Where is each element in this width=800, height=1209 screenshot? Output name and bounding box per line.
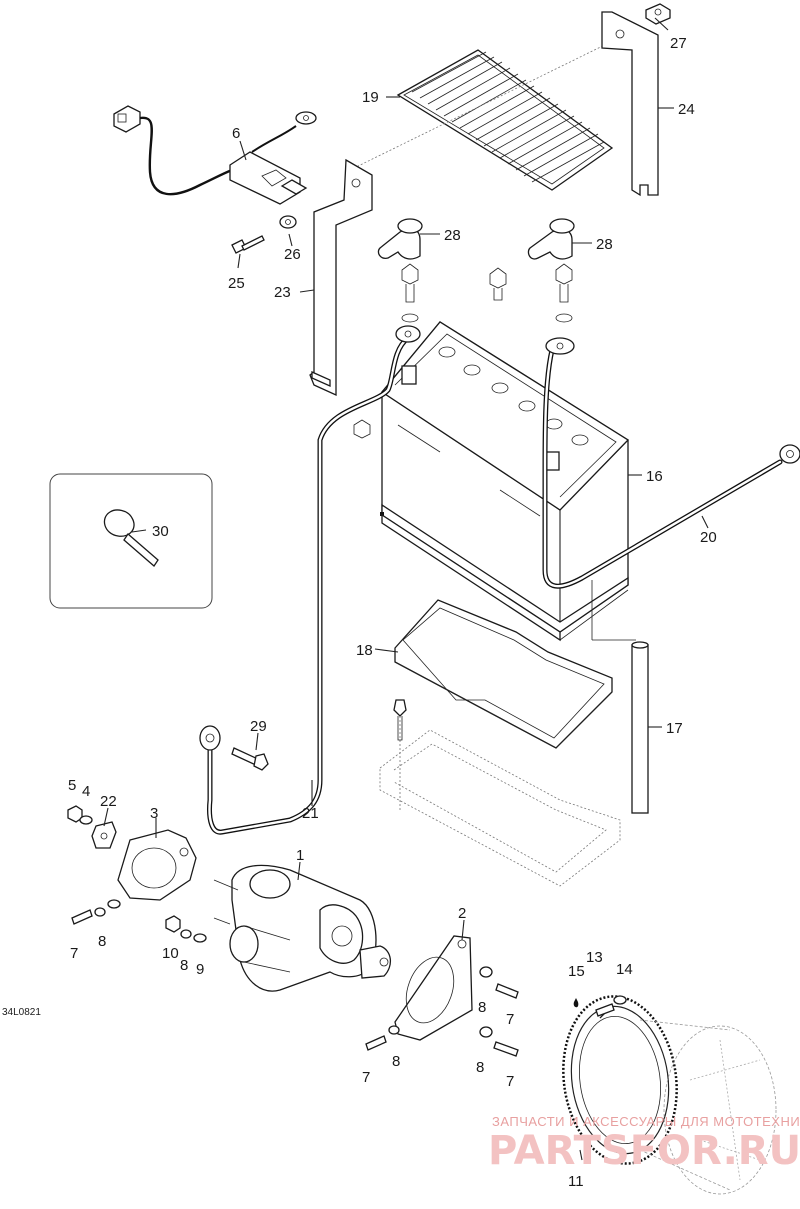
bracket-left — [309, 158, 373, 397]
callout-24: 24 — [678, 101, 695, 118]
callout-8-left: 8 — [98, 933, 106, 950]
callout-3: 3 — [150, 805, 158, 822]
callout-25: 25 — [228, 275, 245, 292]
detail-box-cable-tie — [49, 473, 213, 609]
callout-20: 20 — [700, 529, 717, 546]
callout-7-r3: 7 — [506, 1073, 514, 1090]
callout-16: 16 — [646, 468, 663, 485]
callout-26: 26 — [284, 246, 301, 263]
tray-ghost — [379, 699, 621, 887]
callout-8-r2: 8 — [392, 1053, 400, 1070]
callout-27: 27 — [670, 35, 687, 52]
callout-7-r1: 7 — [506, 1011, 514, 1028]
bolt-washer-set-25-26 — [231, 215, 297, 254]
callout-15: 15 — [568, 963, 585, 980]
callout-23: 23 — [274, 284, 291, 301]
callout-9: 9 — [196, 961, 204, 978]
callout-8-r3: 8 — [476, 1059, 484, 1076]
callout-29: 29 — [250, 718, 267, 735]
callout-17: 17 — [666, 720, 683, 737]
callout-21: 21 — [302, 805, 319, 822]
negative-cable — [542, 337, 800, 589]
callout-14: 14 — [616, 961, 633, 978]
hardware-plate-2 — [365, 966, 519, 1057]
terminal-bolts — [353, 263, 573, 439]
callout-28-left: 28 — [444, 227, 461, 244]
callout-13: 13 — [586, 949, 603, 966]
callout-7-r2: 7 — [362, 1069, 370, 1086]
bolt-29 — [231, 747, 269, 771]
callout-28-right: 28 — [596, 236, 613, 253]
callout-19: 19 — [362, 89, 379, 106]
callout-18: 18 — [356, 642, 373, 659]
callout-8-r1: 8 — [478, 999, 486, 1016]
watermark: ЗАПЧАСТИ И АКСЕССУАРЫ ДЛЯ МОТОТЕХНИКИ PA… — [488, 1114, 800, 1174]
vent-tube — [591, 580, 649, 814]
callout-6: 6 — [232, 125, 240, 142]
callout-11: 11 — [568, 1173, 584, 1190]
callout-7-left: 7 — [70, 945, 78, 962]
callout-22: 22 — [100, 793, 117, 810]
callout-30: 30 — [152, 523, 169, 540]
hardware-4-5-22 — [67, 805, 117, 849]
callout-2: 2 — [458, 905, 466, 922]
mounting-plate-2 — [394, 935, 473, 1041]
callout-labels: 27 19 24 6 28 28 26 25 23 16 20 30 18 17… — [2, 35, 717, 1190]
mounting-plate-3 — [117, 829, 197, 901]
watermark-brand: PARTSFOR.RU — [488, 1128, 800, 1174]
fuse-holder — [113, 105, 317, 205]
leader-lines — [103, 17, 709, 1161]
callout-8-mid: 8 — [180, 957, 188, 974]
bracket-right — [601, 3, 671, 197]
battery-tray — [394, 599, 613, 749]
callout-10: 10 — [162, 945, 179, 962]
positive-cable — [199, 325, 421, 835]
callout-1: 1 — [296, 847, 304, 864]
battery — [380, 321, 630, 642]
watermark-tagline: ЗАПЧАСТИ И АКСЕССУАРЫ ДЛЯ МОТОТЕХНИКИ — [492, 1114, 800, 1129]
callout-5: 5 — [68, 777, 76, 794]
hardware-7-8-9-10 — [71, 899, 207, 943]
terminal-caps — [377, 218, 575, 260]
hold-down-bar — [349, 34, 626, 191]
ring-gear — [562, 995, 777, 1195]
diagram-code: 34L0821 — [2, 1007, 41, 1018]
starter-motor — [213, 864, 391, 992]
callout-4: 4 — [82, 783, 90, 800]
